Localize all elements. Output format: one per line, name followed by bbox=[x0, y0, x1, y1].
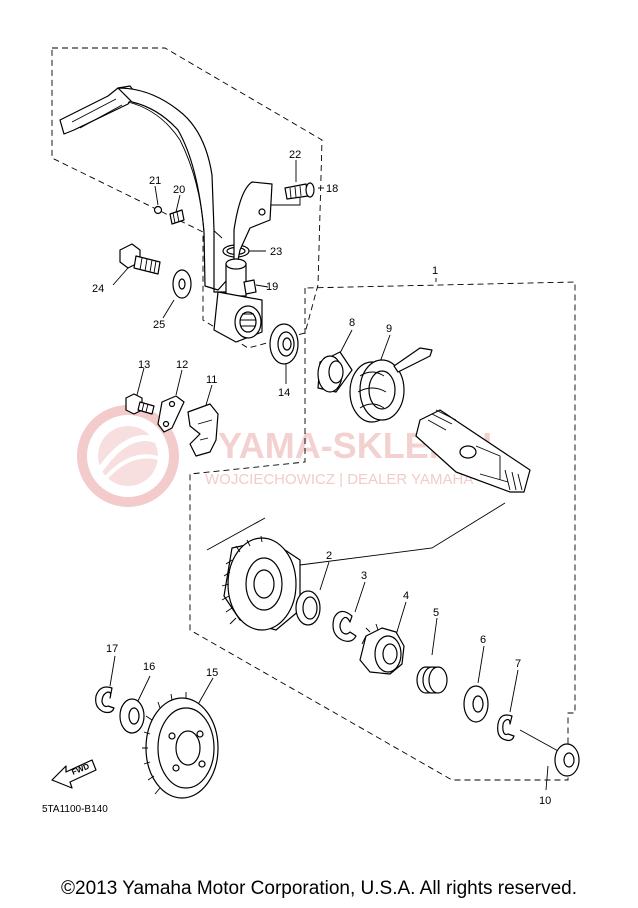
callout-16: 16 bbox=[143, 661, 155, 673]
callout-labels: 1 2 3 4 5 6 7 8 9 10 11 12 13 14 15 16 1… bbox=[92, 149, 551, 807]
kick-drive-gear-part[interactable] bbox=[221, 535, 301, 631]
ratchet-wheel-part[interactable] bbox=[359, 623, 405, 675]
callout-15: 15 bbox=[206, 667, 218, 679]
callout-11: 11 bbox=[206, 374, 217, 386]
watermark: YAMA-SKLEP.PL WOJCIECHOWICZ | DEALER YAM… bbox=[77, 405, 504, 507]
inner-assembly-guide bbox=[206, 502, 506, 566]
plate-part[interactable] bbox=[157, 395, 185, 433]
kick-idle-gear-part[interactable] bbox=[142, 692, 219, 799]
bolt-part[interactable] bbox=[284, 182, 315, 200]
callout-22: 22 bbox=[289, 149, 301, 161]
oil-seal-part[interactable] bbox=[269, 323, 299, 365]
kick-axle-part[interactable] bbox=[415, 409, 531, 493]
pin-part[interactable] bbox=[243, 279, 257, 295]
kick-boss-part[interactable] bbox=[213, 258, 263, 343]
callout-9: 9 bbox=[386, 323, 392, 335]
outer-circlip-part[interactable] bbox=[497, 714, 515, 742]
forward-arrow-icon: FWD bbox=[51, 759, 97, 789]
callout-19: 19 bbox=[266, 281, 278, 293]
callout-17: 17 bbox=[106, 643, 118, 655]
callout-20: 20 bbox=[173, 184, 185, 196]
callout-7: 7 bbox=[515, 658, 521, 670]
thrust-washer-part[interactable] bbox=[295, 590, 321, 626]
callout-8: 8 bbox=[349, 317, 355, 329]
diagram-code: 5TA1100-B140 bbox=[42, 804, 108, 815]
idler-washer-part[interactable] bbox=[119, 698, 145, 734]
guide-bolt-part[interactable] bbox=[125, 393, 155, 415]
idler-circlip-part[interactable] bbox=[95, 686, 115, 714]
circlip-part[interactable] bbox=[332, 610, 357, 642]
group-outlines bbox=[51, 47, 576, 781]
callout-13: 13 bbox=[138, 359, 150, 371]
callout-24: 24 bbox=[92, 283, 104, 295]
callout-14: 14 bbox=[278, 387, 290, 399]
callout-23: 23 bbox=[270, 246, 282, 258]
kick-axle-assembly-outline bbox=[189, 281, 576, 781]
callout-1: 1 bbox=[432, 265, 438, 277]
end-washer-part[interactable] bbox=[554, 743, 580, 777]
watermark-subtitle: WOJCIECHOWICZ | DEALER YAMAHA bbox=[205, 471, 473, 488]
spring-part[interactable] bbox=[169, 209, 185, 225]
collar-part[interactable] bbox=[317, 351, 353, 393]
flange-bolt-part[interactable] bbox=[119, 243, 161, 275]
copyright-notice: ©2013 Yamaha Motor Corporation, U.S.A. A… bbox=[61, 878, 577, 899]
callout-12: 12 bbox=[176, 359, 188, 371]
kick-lever-part[interactable] bbox=[59, 85, 273, 293]
callout-10: 10 bbox=[539, 795, 551, 807]
kick-arm bbox=[117, 87, 273, 293]
washer-part[interactable] bbox=[172, 269, 192, 299]
torsion-spring-part[interactable] bbox=[349, 347, 433, 423]
leader-lines bbox=[109, 160, 561, 791]
callout-21: 21 bbox=[149, 175, 161, 187]
spring-washer-part[interactable] bbox=[463, 685, 489, 723]
kick-lever-group-outline bbox=[51, 47, 323, 349]
ball-part[interactable] bbox=[153, 205, 163, 215]
callout-18: 18 bbox=[326, 183, 338, 195]
callout-5: 5 bbox=[433, 607, 439, 619]
callout-3: 3 bbox=[361, 570, 367, 582]
ratchet-spring-part[interactable] bbox=[416, 666, 448, 694]
callout-25: 25 bbox=[153, 319, 165, 331]
callout-6: 6 bbox=[480, 634, 486, 646]
callout-2: 2 bbox=[326, 550, 332, 562]
callout-4: 4 bbox=[403, 590, 409, 602]
guide-part[interactable] bbox=[187, 403, 219, 457]
